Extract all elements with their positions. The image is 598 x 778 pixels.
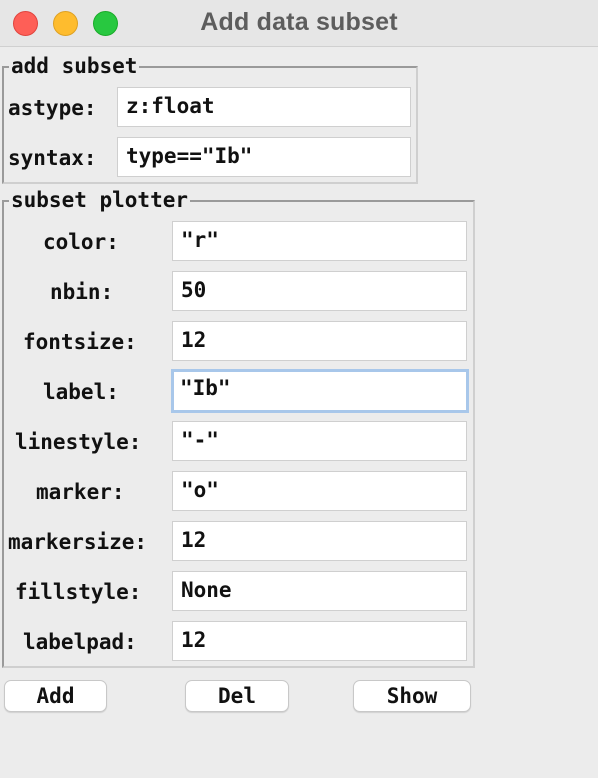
minimize-window-button[interactable] — [53, 11, 78, 36]
labelpad-label: labelpad: — [23, 630, 137, 654]
nbin-input[interactable]: 50 — [172, 271, 467, 311]
label-label: label: — [43, 380, 119, 404]
color-label: color: — [43, 230, 119, 254]
subset-plotter-group-title: subset plotter — [9, 188, 191, 212]
marker-input[interactable]: "o" — [172, 471, 467, 511]
add-subset-group-title: add subset — [9, 54, 140, 78]
title-bar: Add data subset — [0, 0, 598, 47]
marker-label: marker: — [36, 480, 125, 504]
fontsize-label: fontsize: — [23, 330, 137, 354]
syntax-label: syntax: — [8, 146, 97, 170]
add-subset-group — [2, 66, 418, 184]
color-input[interactable]: "r" — [172, 221, 467, 261]
fontsize-input[interactable]: 12 — [172, 321, 467, 361]
window-title: Add data subset — [200, 8, 398, 36]
subset-plotter-group — [2, 200, 475, 668]
astype-label: astype: — [8, 96, 97, 120]
linestyle-input[interactable]: "-" — [172, 421, 467, 461]
show-button[interactable]: Show — [353, 680, 471, 712]
fillstyle-input[interactable]: None — [172, 571, 467, 611]
add-button[interactable]: Add — [4, 680, 107, 712]
linestyle-label: linestyle: — [15, 430, 142, 454]
close-window-button[interactable] — [13, 11, 38, 36]
markersize-input[interactable]: 12 — [172, 521, 467, 561]
markersize-label: markersize: — [8, 530, 148, 554]
labelpad-input[interactable]: 12 — [172, 621, 467, 661]
fillstyle-label: fillstyle: — [15, 580, 142, 604]
nbin-label: nbin: — [50, 280, 114, 304]
astype-input[interactable]: z:float — [117, 87, 411, 127]
maximize-window-button[interactable] — [93, 11, 118, 36]
syntax-input[interactable]: type=="Ib" — [117, 137, 411, 177]
del-button[interactable]: Del — [185, 680, 289, 712]
label-input[interactable]: "Ib" — [171, 369, 469, 413]
